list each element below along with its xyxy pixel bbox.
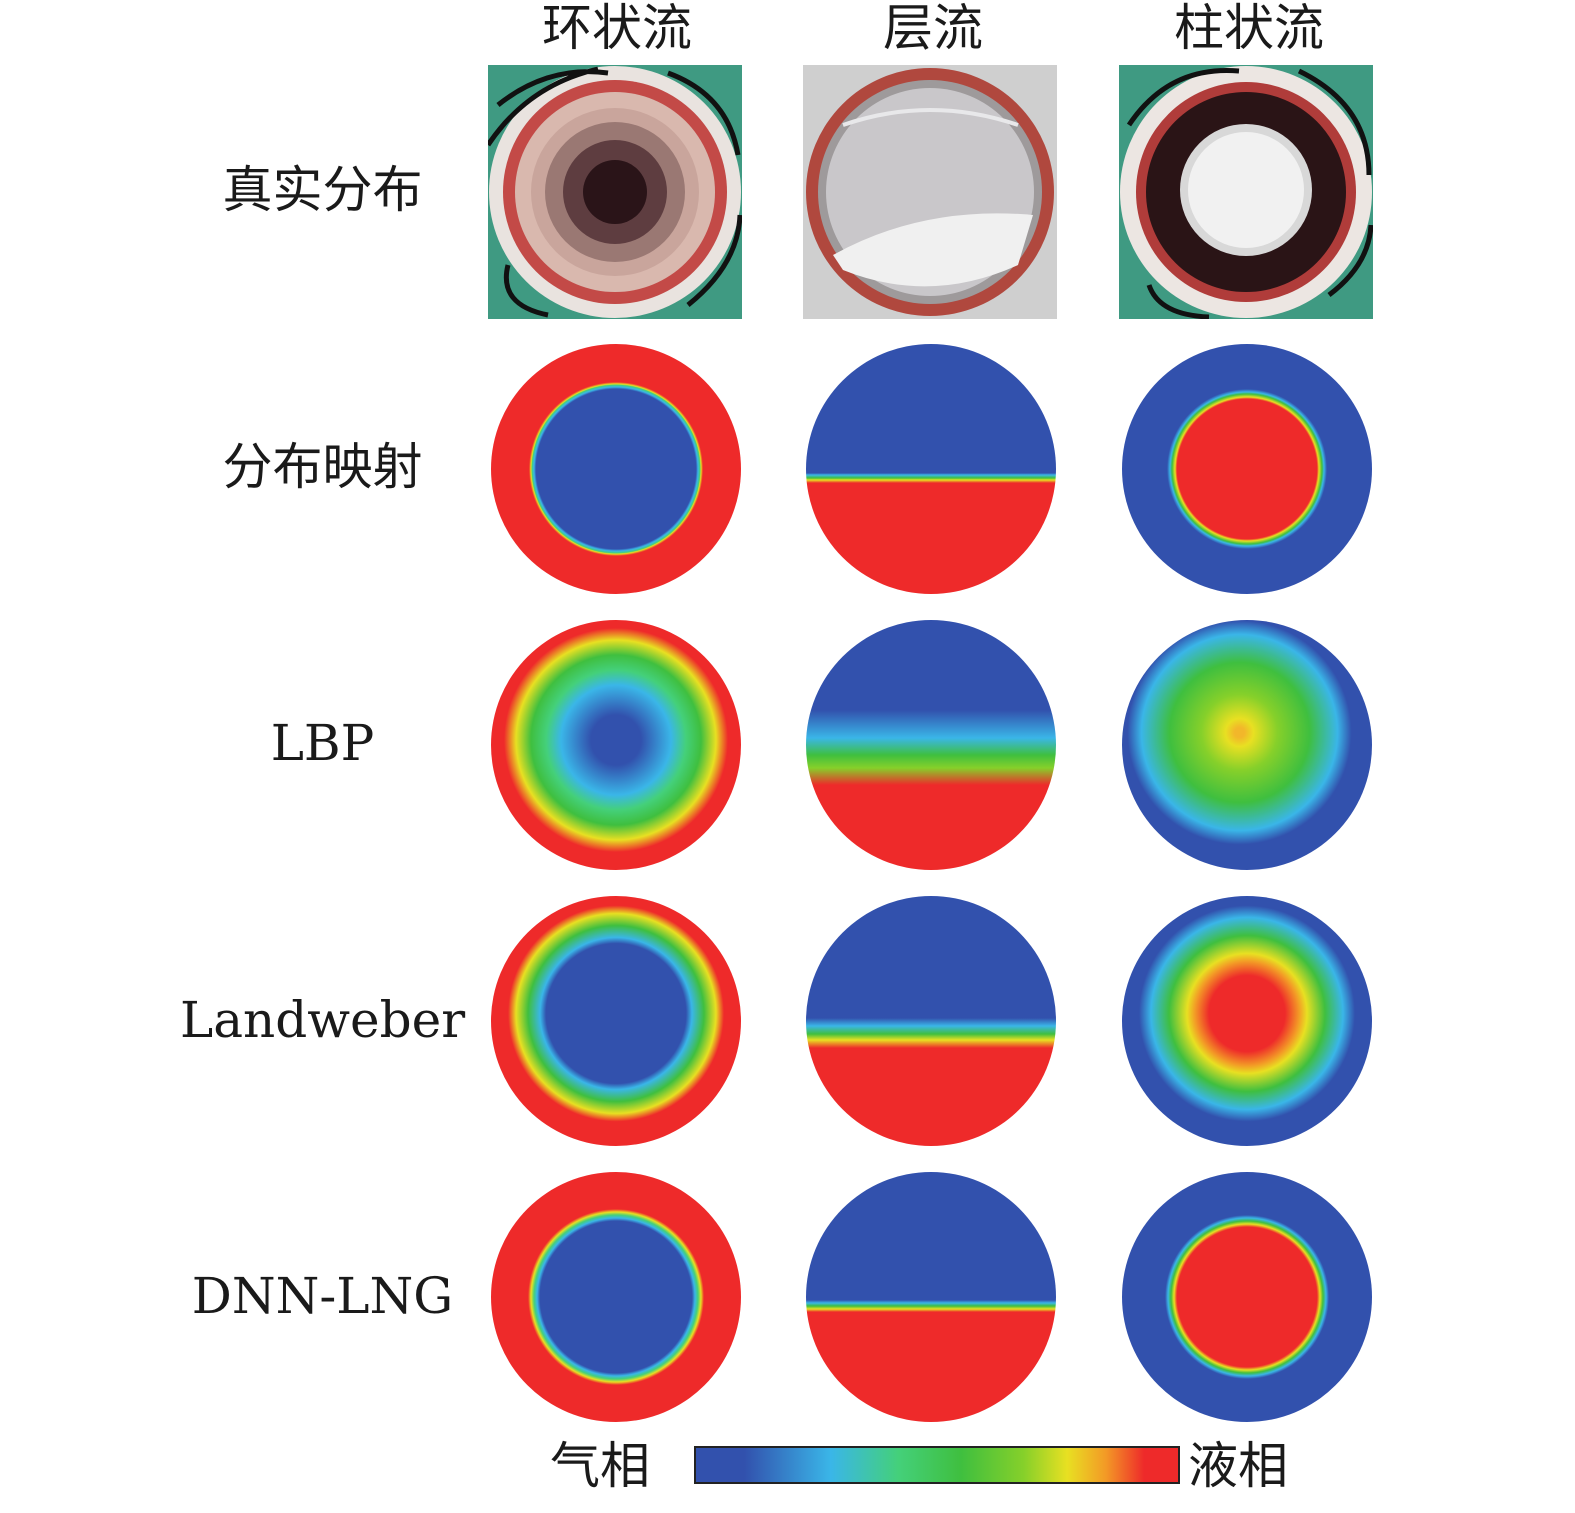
colorbar <box>694 1446 1180 1484</box>
landweber-core <box>1122 896 1372 1146</box>
column-header-stratified: 层流 <box>883 0 983 57</box>
mapping-stratified <box>806 344 1056 594</box>
column-header-annular: 环状流 <box>542 0 692 57</box>
colorbar-label-liquid: 液相 <box>1188 1437 1288 1495</box>
photo-annular <box>488 65 742 319</box>
colorbar-label-gas: 气相 <box>550 1437 650 1495</box>
photo-core <box>1119 65 1373 319</box>
lbp-annular <box>491 620 741 870</box>
landweber-annular <box>491 896 741 1146</box>
lbp-stratified <box>806 620 1056 870</box>
mapping-annular <box>491 344 741 594</box>
row-label-mapping: 分布映射 <box>222 438 423 496</box>
dnn-lng-stratified <box>806 1172 1056 1422</box>
row-label-dnn-lng: DNN-LNG <box>191 1267 454 1325</box>
landweber-stratified <box>806 896 1056 1146</box>
column-header-core: 柱状流 <box>1174 0 1324 57</box>
mapping-core <box>1122 344 1372 594</box>
row-label-lbp: LBP <box>270 714 375 772</box>
row-label-real: 真实分布 <box>222 161 423 219</box>
dnn-lng-core <box>1122 1172 1372 1422</box>
lbp-core <box>1122 620 1372 870</box>
photo-stratified <box>803 65 1057 319</box>
row-label-landweber: Landweber <box>180 991 466 1049</box>
dnn-lng-annular <box>491 1172 741 1422</box>
